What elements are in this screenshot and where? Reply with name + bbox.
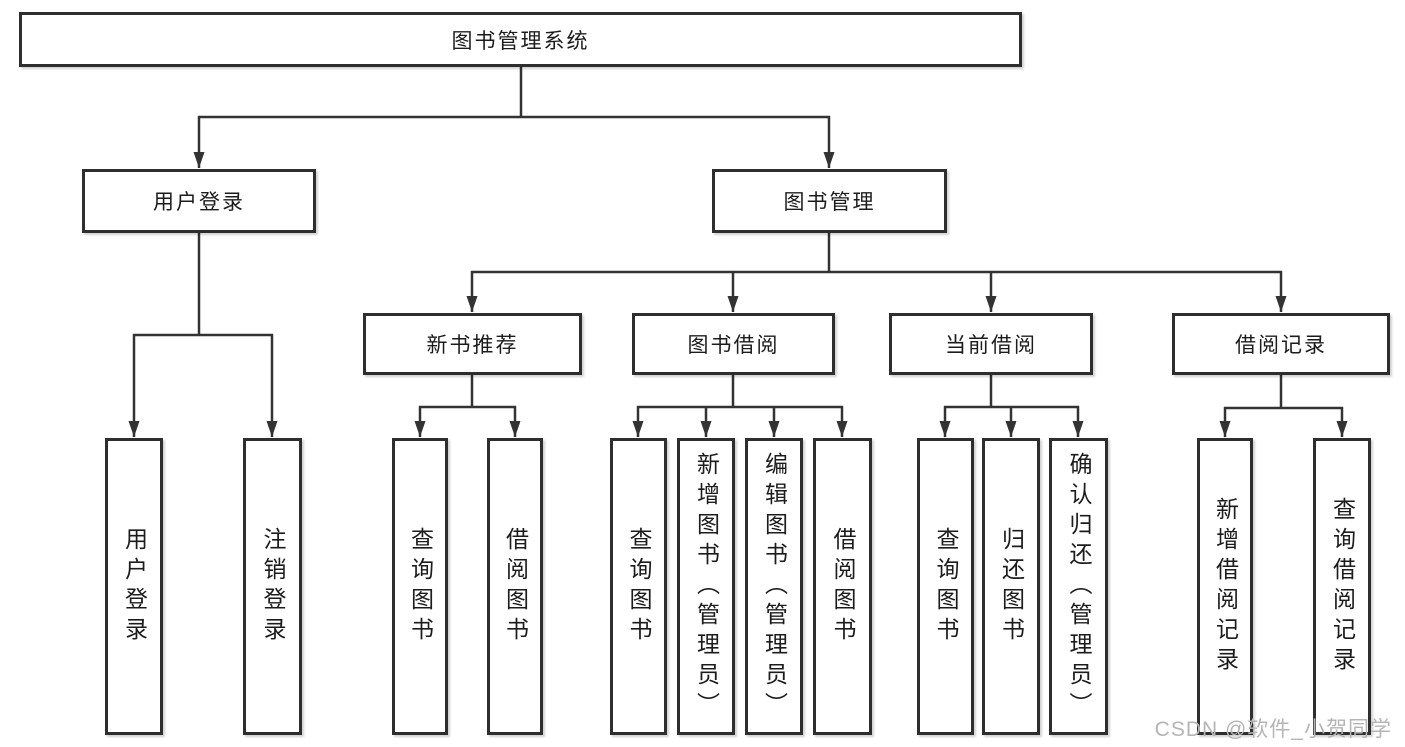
node-borrow-records-label: 借阅记录 — [1235, 334, 1327, 357]
leaf-return-book-label: 归还图书 — [998, 526, 1025, 647]
node-book-borrow-label: 图书借阅 — [687, 334, 780, 357]
leaf-borrow-book-recommend: 借阅图书 — [487, 438, 543, 735]
node-user-login-label: 用户登录 — [153, 191, 245, 214]
node-new-book-recommend-label: 新书推荐 — [426, 334, 519, 357]
node-book-management-label: 图书管理 — [783, 191, 876, 214]
leaf-add-book-admin-label: 新增图书（管理员） — [693, 451, 720, 722]
connector-book-management-to-level3 — [466, 233, 1287, 312]
connector-user-login-to-leaves — [128, 233, 278, 437]
watermark: CSDN @软件_小贺同学 — [1154, 718, 1392, 741]
node-current-borrow-label: 当前借阅 — [945, 334, 1037, 357]
leaf-return-book: 归还图书 — [982, 438, 1040, 735]
leaf-confirm-return-admin-label: 确认归还（管理员） — [1066, 451, 1092, 722]
leaf-borrow-book: 借阅图书 — [813, 438, 872, 735]
leaf-query-borrow-record: 查询借阅记录 — [1313, 438, 1371, 735]
node-root: 图书管理系统 — [19, 12, 1022, 67]
connector-borrow-records-to-leaves — [1219, 375, 1348, 437]
leaf-query-book-current-label: 查询图书 — [933, 526, 959, 647]
node-borrow-records: 借阅记录 — [1172, 313, 1390, 375]
connector-new-book-recommend-to-leaves — [414, 375, 521, 437]
leaf-query-book-borrow-label: 查询图书 — [626, 526, 652, 647]
leaf-edit-book-admin: 编辑图书（管理员） — [745, 438, 803, 735]
node-root-label: 图书管理系统 — [451, 29, 590, 53]
node-book-management: 图书管理 — [712, 169, 947, 233]
leaf-query-book-borrow: 查询图书 — [610, 438, 667, 735]
leaf-logout-login-label: 注销登录 — [260, 526, 286, 647]
leaf-logout-login: 注销登录 — [243, 438, 302, 735]
node-user-login: 用户登录 — [82, 169, 316, 233]
leaf-confirm-return-admin: 确认归还（管理员） — [1049, 438, 1108, 735]
connector-root-to-level2 — [193, 67, 835, 168]
leaf-add-book-admin: 新增图书（管理员） — [677, 438, 735, 735]
connector-book-borrow-to-leaves — [632, 375, 848, 437]
leaf-edit-book-admin-label: 编辑图书（管理员） — [761, 451, 788, 722]
leaf-user-login-label: 用户登录 — [121, 526, 148, 647]
leaf-borrow-book-recommend-label: 借阅图书 — [502, 526, 529, 647]
node-current-borrow: 当前借阅 — [889, 313, 1093, 375]
leaf-add-borrow-record: 新增借阅记录 — [1197, 438, 1253, 735]
leaf-query-book-recommend: 查询图书 — [392, 438, 448, 735]
connector-current-borrow-to-leaves — [939, 375, 1084, 437]
leaf-query-borrow-record-label: 查询借阅记录 — [1329, 496, 1356, 677]
leaf-query-book-current: 查询图书 — [917, 438, 974, 735]
node-book-borrow: 图书借阅 — [632, 313, 835, 375]
leaf-user-login: 用户登录 — [105, 438, 163, 735]
leaf-borrow-book-label: 借阅图书 — [830, 526, 856, 647]
node-new-book-recommend: 新书推荐 — [363, 313, 582, 375]
leaf-query-book-recommend-label: 查询图书 — [407, 526, 434, 647]
leaf-add-borrow-record-label: 新增借阅记录 — [1212, 496, 1239, 677]
